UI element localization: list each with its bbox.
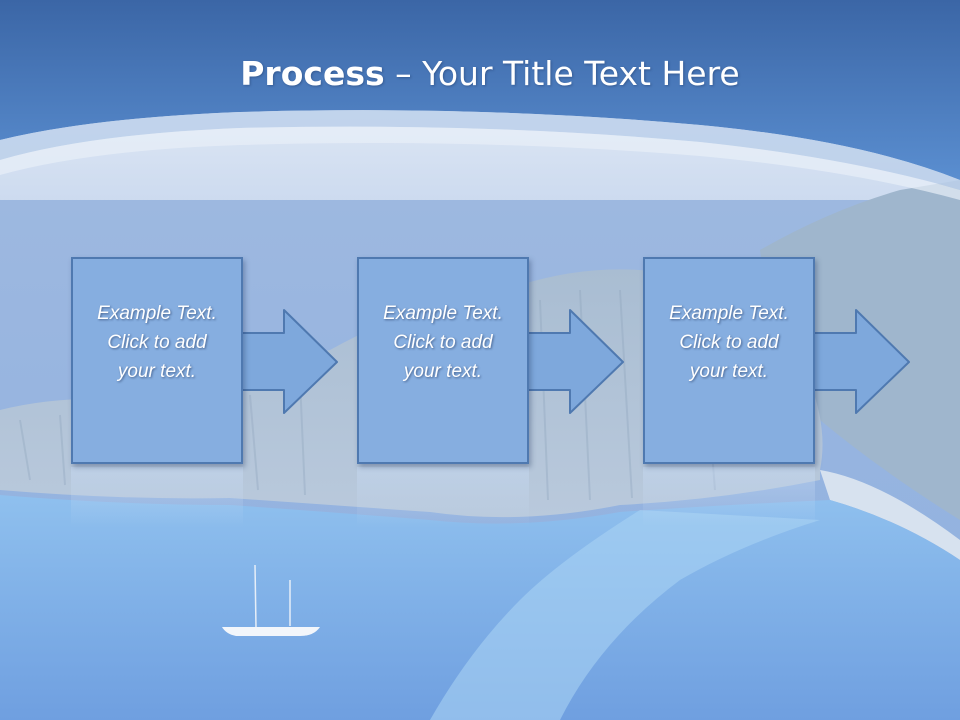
arrow-3 [811,309,910,414]
sailboat-icon [222,564,320,636]
title-bold: Process [240,54,385,93]
step-1-line-1: Example Text. [97,303,217,324]
step-1-line-3: your text. [117,361,197,382]
step-3-reflection [643,467,815,527]
arrow-1 [239,309,338,414]
step-2-reflection [357,467,529,527]
step-3-box[interactable]: Example Text. Click to add your text. [643,257,815,464]
slide-title[interactable]: Process – Your Title Text Here [0,52,960,96]
step-1-text: Example Text. Click to add your text. [97,299,217,386]
shallow-water [430,510,820,720]
step-3-line-1: Example Text. [669,303,789,324]
step-3-line-3: your text. [689,361,769,382]
step-3-text: Example Text. Click to add your text. [669,299,789,386]
step-2-line-1: Example Text. [383,303,503,324]
step-1-line-2: Click to add [107,332,207,353]
arrow-2 [524,309,624,414]
step-1-box[interactable]: Example Text. Click to add your text. [71,257,243,464]
header-band [0,0,960,180]
step-1-reflection [71,467,243,527]
step-3-line-2: Click to add [679,332,779,353]
step-2-line-2: Click to add [393,332,493,353]
header-swoosh [0,110,960,190]
title-rest: – Your Title Text Here [384,54,740,93]
step-2-text: Example Text. Click to add your text. [383,299,503,386]
beach [820,470,960,560]
header-swoosh-light [0,126,960,200]
step-2-line-3: your text. [403,361,483,382]
step-2-box[interactable]: Example Text. Click to add your text. [357,257,529,464]
